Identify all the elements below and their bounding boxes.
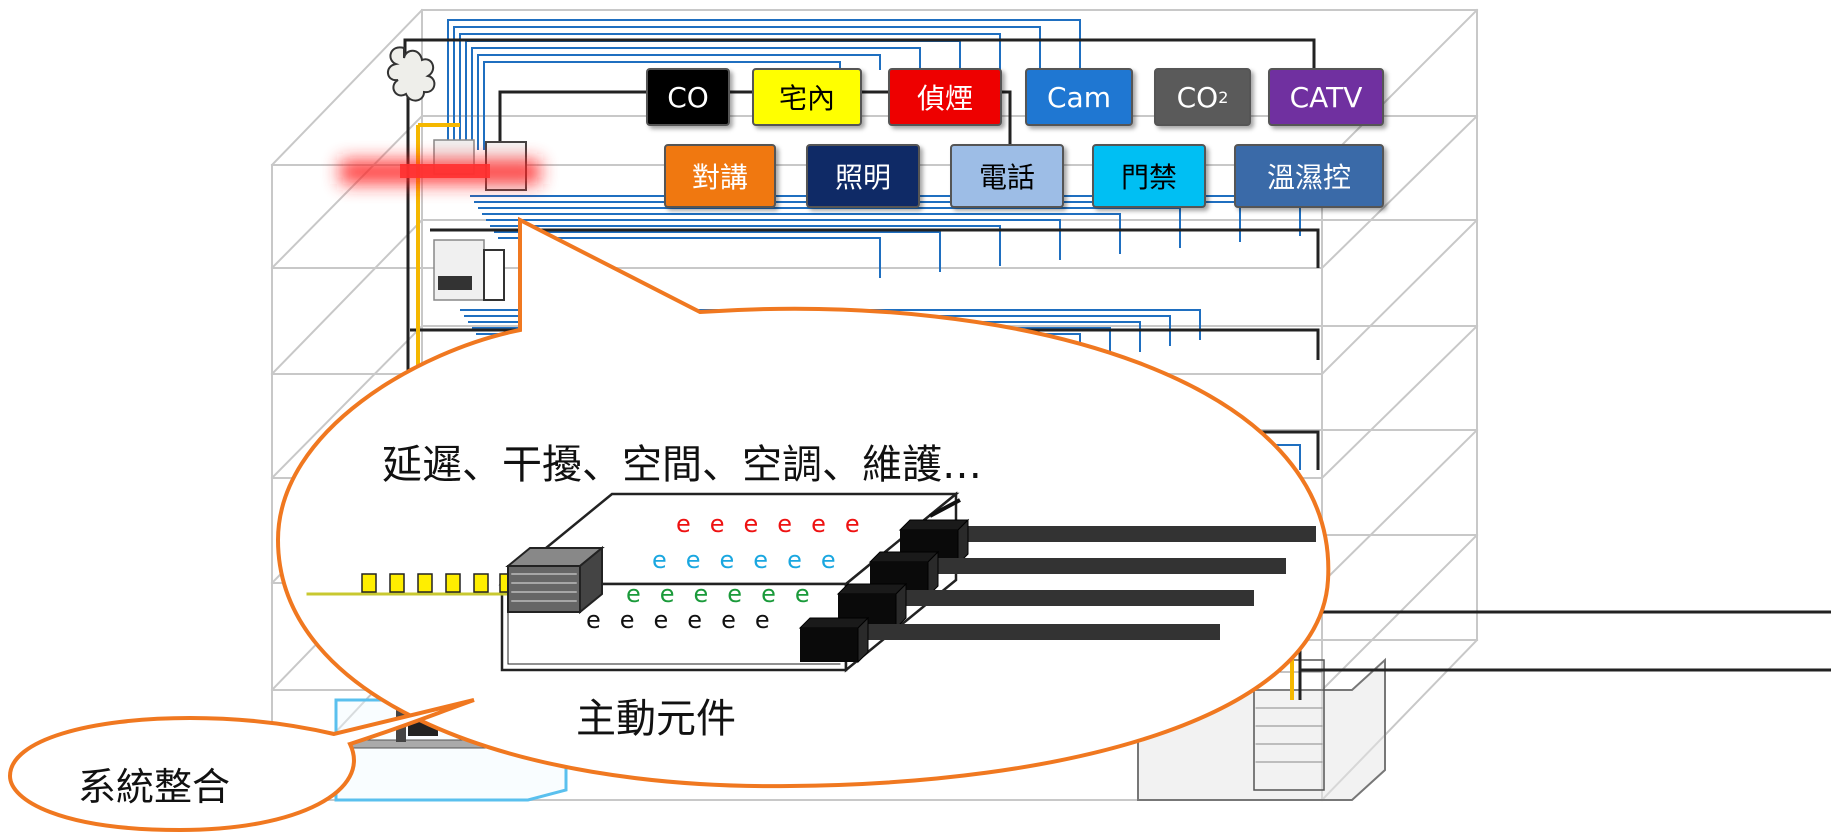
connector-side <box>857 616 869 664</box>
riser-wire-blue <box>459 33 1001 150</box>
riser-wire-blue <box>453 26 1041 150</box>
riser-wire-blue <box>447 19 1081 150</box>
connector-side <box>927 550 939 598</box>
bubble-caption: 主動元件 <box>576 696 736 742</box>
box-intercom: 對講 <box>664 144 776 208</box>
cloud-icon <box>387 46 436 102</box>
output-cable <box>898 590 1254 606</box>
riser-wire-blue <box>471 47 921 150</box>
floor-right-connector <box>1320 218 1479 376</box>
connector-top <box>798 617 870 629</box>
floor-wire-black <box>430 228 1320 268</box>
box-camera: Cam <box>1025 68 1133 126</box>
floor-wire-blue <box>482 213 1121 254</box>
switch-side <box>579 545 603 615</box>
floor-wire-blue <box>486 219 1061 260</box>
signal-row-blue: eeeeee <box>652 546 855 574</box>
floor-right-connector <box>1320 8 1479 167</box>
signal-row-green: eeeeee <box>626 580 829 608</box>
riser-wire-blue <box>477 54 881 150</box>
connector-side <box>957 518 969 566</box>
box-telephone: 電話 <box>950 144 1064 208</box>
floor-wire-blue <box>494 231 941 272</box>
box-co2-main: CO <box>1176 80 1219 114</box>
box-in-house: 宅內 <box>752 68 862 126</box>
input-connector <box>473 573 489 593</box>
connector-top <box>868 551 940 563</box>
output-cable <box>860 624 1220 640</box>
output-cable <box>960 526 1316 542</box>
floor-right-connector <box>1320 324 1479 480</box>
box-access-control: 門禁 <box>1092 144 1206 208</box>
floor-left-connector <box>270 8 424 167</box>
small-speech-bubble <box>7 698 475 833</box>
riser-panel-2 <box>433 239 485 301</box>
red-glow-core <box>400 164 490 178</box>
floor-wire-blue <box>490 225 1001 266</box>
output-cable <box>930 558 1286 574</box>
floor-left-connector <box>270 114 424 270</box>
riser-panel-door <box>483 249 505 301</box>
connector-top <box>898 519 970 531</box>
input-connector <box>361 573 377 593</box>
floor-left-connector <box>270 218 424 376</box>
input-connector <box>389 573 405 593</box>
connector-clip <box>929 498 961 518</box>
switch-front <box>507 565 581 613</box>
riser-wire-blue <box>483 61 841 150</box>
box-co: CO <box>646 68 730 126</box>
input-connector <box>417 573 433 593</box>
floor-left-connector <box>270 324 424 480</box>
box-co2-sub: 2 <box>1218 87 1229 107</box>
input-connector <box>445 573 461 593</box>
signal-row-red: eeeeee <box>676 510 879 538</box>
floor-wire-blue <box>498 237 881 278</box>
floor-right-connector <box>1320 114 1479 270</box>
connector-side <box>895 582 907 630</box>
box-smoke-detector: 偵煙 <box>888 68 1002 126</box>
connector-block <box>800 628 858 662</box>
riser-device <box>438 276 472 290</box>
floor-right-connector <box>1320 428 1479 585</box>
box-catv: CATV <box>1268 68 1384 126</box>
signal-row-black: eeeeee <box>586 606 789 634</box>
connector-top <box>836 583 908 595</box>
system-integration-label: 系統整合 <box>78 765 231 809</box>
box-lighting: 照明 <box>806 144 920 208</box>
floor-wire-blue <box>478 207 1181 248</box>
bubble-issues-text: 延遲、干擾、空間、空調、維護… <box>382 442 982 488</box>
box-climate-control: 溫濕控 <box>1234 144 1384 208</box>
